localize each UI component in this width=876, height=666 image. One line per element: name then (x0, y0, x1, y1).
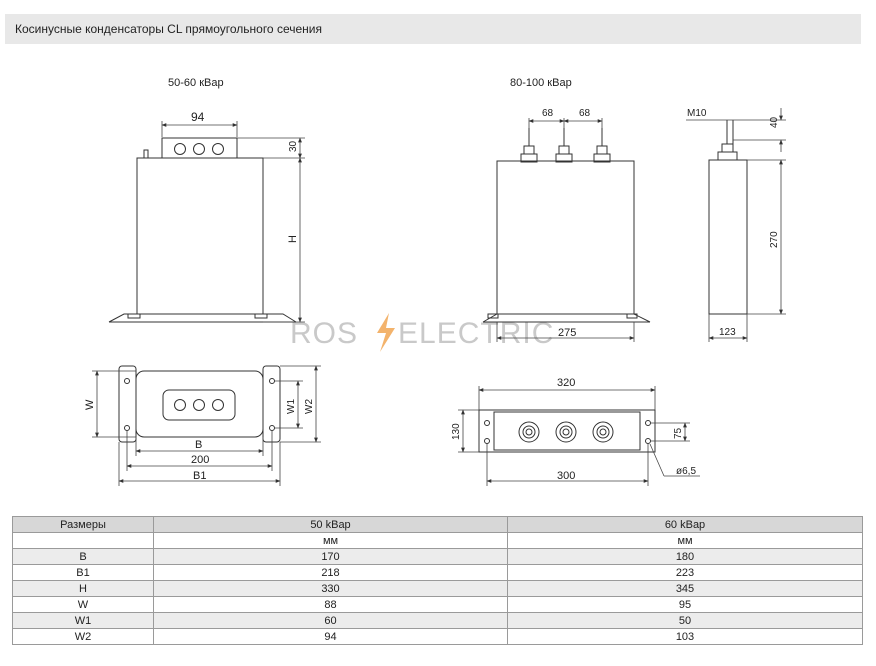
dim-75: 75 (673, 427, 684, 439)
table-row: H 330 345 (12, 580, 863, 597)
caption-50-60: 50-60 кВар (168, 77, 224, 89)
top-view-80-100: 320 130 75 300 ø6,5 (451, 377, 700, 486)
table-row: B 170 180 (12, 548, 863, 565)
dim-270: 270 (769, 231, 780, 248)
dim-68-left: 68 (542, 108, 554, 119)
dim-123: 123 (719, 327, 736, 338)
header-50kvar: 50 kBap (153, 516, 508, 533)
dim-94: 94 (191, 110, 205, 124)
dim-300: 300 (557, 470, 575, 482)
table-row: W1 60 50 (12, 612, 863, 629)
dim-275: 275 (558, 327, 576, 339)
dimensions-table: Размеры 50 kBap 60 kBap мм мм B 170 180 … (12, 516, 863, 645)
dim-hole-diameter: ø6,5 (676, 466, 696, 477)
front-view-50-60: 94 30 H (108, 110, 305, 323)
dim-W1: W1 (286, 399, 297, 414)
dim-320: 320 (557, 377, 575, 389)
page-title: Косинусные конденсаторы CL прямоугольног… (15, 22, 322, 36)
dim-H: H (287, 235, 299, 243)
table-header-row: Размеры 50 kBap 60 kBap (12, 516, 863, 533)
table-row: B1 218 223 (12, 564, 863, 581)
side-view: M10 40 270 123 (686, 108, 786, 342)
dim-W2: W2 (304, 399, 315, 414)
dim-130: 130 (451, 423, 462, 440)
dim-40: 40 (769, 116, 780, 128)
svg-text:ROS: ROS (290, 317, 358, 350)
dim-68-right: 68 (579, 108, 591, 119)
caption-80-100: 80-100 кВар (510, 77, 572, 89)
title-bar: Косинусные конденсаторы CL прямоугольног… (5, 14, 861, 44)
table-row: W2 94 103 (12, 628, 863, 645)
front-view-80-100: 68 68 275 (482, 108, 651, 342)
header-60kvar: 60 kBap (507, 516, 863, 533)
lightning-icon (377, 313, 395, 352)
top-view-50-60: W W1 W2 B 200 B1 (84, 365, 321, 486)
dim-200: 200 (191, 454, 209, 466)
header-sizes: Размеры (12, 516, 154, 533)
dim-M10: M10 (687, 108, 707, 119)
watermark-logo: ROS ELECTRIC (290, 313, 553, 352)
table-units-row: мм мм (12, 532, 863, 549)
dim-30: 30 (288, 140, 299, 152)
dim-B1: B1 (193, 470, 206, 482)
dim-B: B (195, 439, 202, 451)
table-row: W 88 95 (12, 596, 863, 613)
technical-drawings: 50-60 кВар 80-100 кВар ROS ELECTRIC 94 3… (84, 77, 786, 486)
dim-W: W (84, 399, 96, 410)
